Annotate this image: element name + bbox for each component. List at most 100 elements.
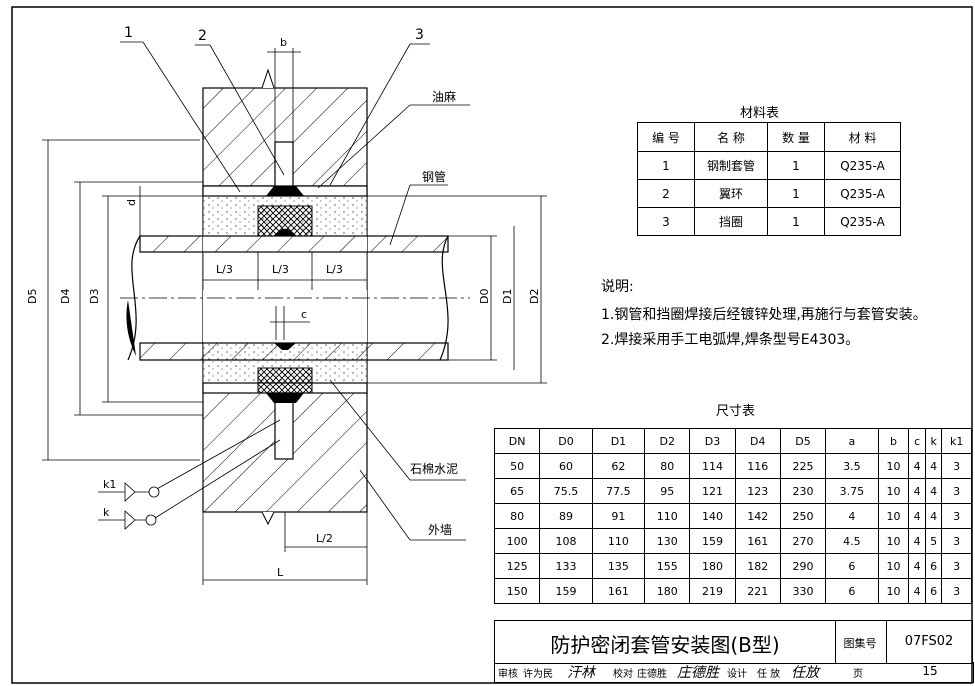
dim-cell: 6: [825, 578, 879, 604]
mat-cell: 3: [637, 207, 695, 236]
dim-cell: 125: [493, 553, 541, 579]
dim-cell: 159: [689, 528, 736, 554]
dim-cell: 10: [877, 578, 910, 604]
dim-cell: 155: [644, 553, 691, 579]
dim-d2: D2: [528, 289, 541, 304]
callout-2: 2: [198, 28, 207, 44]
dim-cell: 10: [877, 553, 910, 579]
dim-cell: 10: [877, 478, 910, 504]
dim-cell: 80: [493, 503, 541, 529]
mat-cell: Q235-A: [824, 151, 901, 180]
dim-cell: 4: [924, 503, 943, 529]
dim-cell: 123: [734, 478, 781, 504]
atlas-label: 图集号: [843, 637, 877, 650]
dim-cell: 3: [941, 528, 972, 554]
oil-hemp-label: 油麻: [432, 89, 456, 104]
leaders: [98, 41, 470, 541]
dim-cell: 3: [941, 578, 972, 604]
dim-header: D1: [591, 428, 646, 454]
title-box: 防护密闭套管安装图(B型): [494, 620, 836, 664]
dim-header: D4: [734, 428, 781, 454]
drawing-title: 防护密闭套管安装图(B型): [550, 633, 780, 657]
dim-cell: 6: [825, 553, 879, 579]
dim-header: c: [908, 428, 926, 454]
steel-pipe-label: 钢管: [422, 169, 446, 184]
dim-cell: 110: [644, 503, 691, 529]
dim-cell: 270: [779, 528, 827, 554]
dim-cell: 100: [493, 528, 541, 554]
mat-cell: Q235-A: [824, 207, 901, 236]
dim-cell: 4: [908, 578, 926, 604]
dim-header: D0: [539, 428, 593, 454]
atlas-no: 07FS02: [904, 634, 954, 649]
dim-cell: 6: [924, 553, 943, 579]
asbestos-cement-label: 石棉水泥: [410, 462, 458, 476]
dim-cell: 133: [539, 553, 593, 579]
dim-cell: 140: [689, 503, 736, 529]
dim-cell: 3: [941, 478, 972, 504]
dim-cell: 77.5: [591, 478, 646, 504]
dim-cell: 91: [591, 503, 646, 529]
dim-cell: 65: [493, 478, 541, 504]
left-dimensions: [42, 139, 203, 461]
dim-cell: 60: [539, 453, 593, 479]
dim-cell: 108: [539, 528, 593, 554]
dim-cell: 89: [539, 503, 593, 529]
dim-cell: 4.5: [825, 528, 879, 554]
third-label-2: L/3: [272, 263, 289, 276]
dim-cell: 3.75: [825, 478, 879, 504]
mat-cell: 挡圈: [694, 207, 768, 236]
mat-cell: 钢制套管: [694, 151, 768, 180]
dim-header: D3: [689, 428, 736, 454]
dim-cell: 4: [908, 478, 926, 504]
k1-label: k1: [103, 478, 116, 491]
page-label: 页: [853, 669, 863, 680]
atlas-no-box: 07FS02: [886, 620, 973, 664]
dim-cell: 3: [941, 503, 972, 529]
reviewer-signature: 汗林: [567, 665, 595, 681]
third-label-3: L/3: [326, 263, 343, 276]
half-l-label: L/2: [316, 532, 333, 545]
dim-cell: 180: [644, 578, 691, 604]
mat-cell: 翼环: [694, 179, 768, 208]
sheet-border: [11, 6, 973, 684]
dim-d1: D1: [501, 289, 514, 304]
k-label: k: [103, 506, 110, 519]
reviewer-name: 许为民: [523, 669, 553, 680]
dim-cell: 230: [779, 478, 827, 504]
checker-signature: 庄德胜: [677, 665, 719, 681]
dim-cell: 3.5: [825, 453, 879, 479]
dim-cell: 4: [924, 453, 943, 479]
dim-cell: 116: [734, 453, 781, 479]
dim-header: DN: [493, 428, 541, 454]
dim-cell: 110: [591, 528, 646, 554]
materials-table: 编 号 名 称 数 量 材 料 1 钢制套管 1 Q235-A 2 翼环 1 Q…: [637, 122, 901, 236]
mat-header: 材 料: [824, 122, 901, 152]
atlas-label-box: 图集号: [834, 620, 887, 664]
dim-cell: 180: [689, 553, 736, 579]
dim-cell: 142: [734, 503, 781, 529]
checker-name: 庄德胜: [637, 669, 667, 680]
mat-cell: 1: [767, 179, 825, 208]
dim-cell: 225: [779, 453, 827, 479]
dim-cell: 80: [644, 453, 691, 479]
b-label: b: [280, 36, 287, 49]
dim-cell: 250: [779, 503, 827, 529]
mat-cell: Q235-A: [824, 179, 901, 208]
dim-cell: 75.5: [539, 478, 593, 504]
signature-row: 审核 许为民 汗林 校对 庄德胜 庄德胜 设计 任 放 任放 页 15: [494, 662, 974, 683]
dim-header: D2: [644, 428, 691, 454]
dim-cell: 4: [825, 503, 879, 529]
note-2: 2.焊接采用手工电弧焊,焊条型号E4303。: [601, 332, 860, 348]
mat-header: 数 量: [767, 122, 825, 152]
dim-cell: 121: [689, 478, 736, 504]
right-dimensions: [367, 195, 547, 384]
check-label: 校对: [613, 669, 633, 680]
length-dims: [202, 512, 368, 585]
dim-cell: 150: [493, 578, 541, 604]
mat-cell: 1: [767, 151, 825, 180]
